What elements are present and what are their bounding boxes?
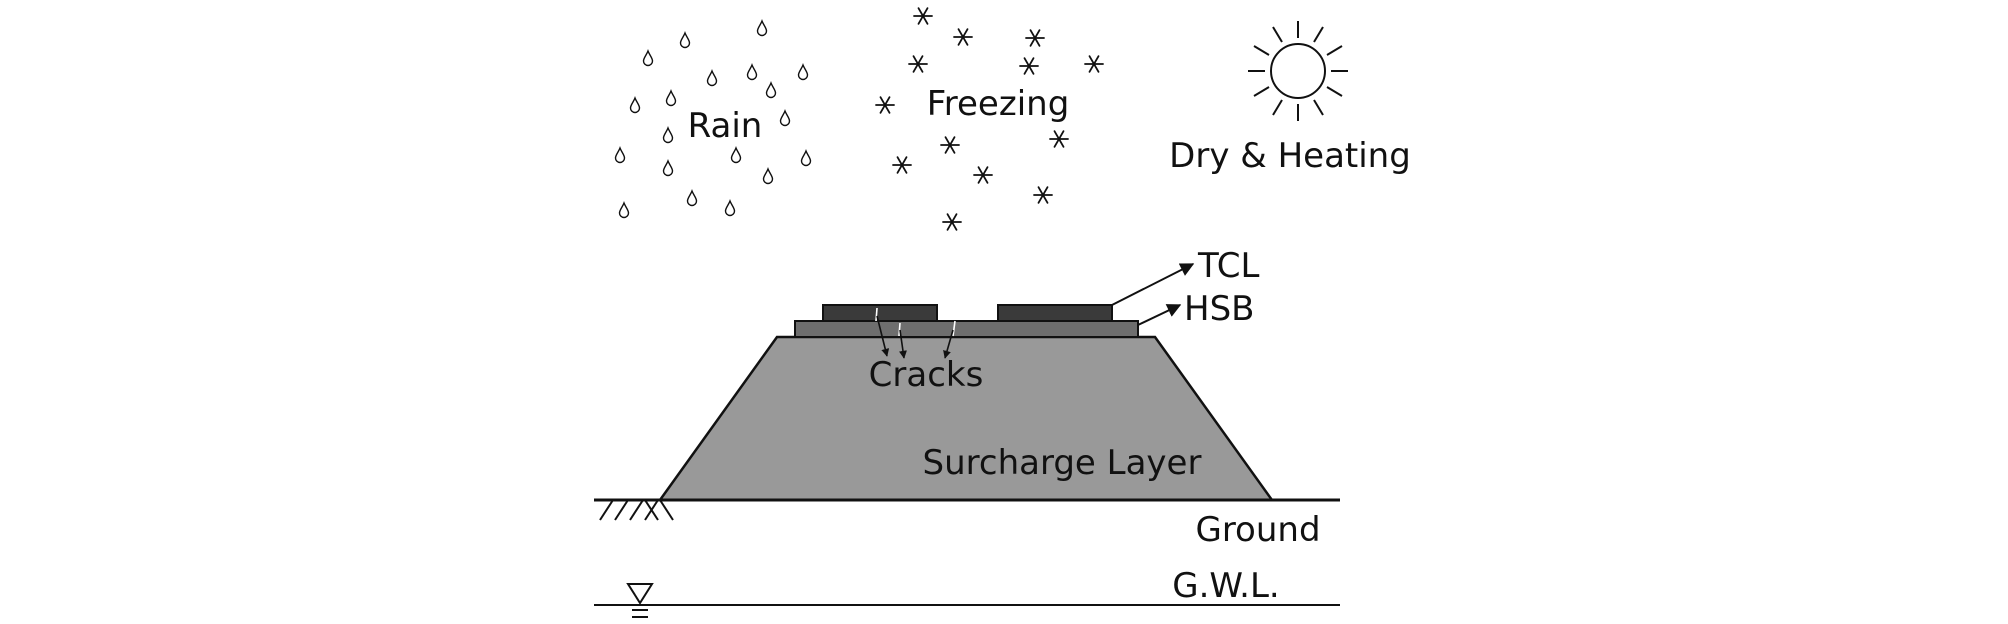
gwl-label: G.W.L. <box>1172 566 1279 606</box>
freezing-label: Freezing <box>927 84 1070 124</box>
crack-marks <box>875 307 956 337</box>
sun-icon <box>1248 21 1348 121</box>
tcl-label: TCL <box>1197 246 1260 286</box>
tcl-block-right <box>997 304 1113 322</box>
cracks-label: Cracks <box>869 355 984 395</box>
hsb-leader-arrow <box>1137 304 1182 326</box>
water-table-triangle-icon <box>626 583 654 618</box>
surcharge-layer-label: Surcharge Layer <box>923 443 1202 483</box>
dry-heating-label: Dry & Heating <box>1169 136 1411 176</box>
rain-label: Rain <box>688 106 763 146</box>
ground-hatch-icon <box>599 499 674 521</box>
hsb-layer <box>794 320 1139 338</box>
tcl-leader-arrow <box>1111 263 1195 306</box>
hsb-label: HSB <box>1184 289 1254 329</box>
tcl-block-left <box>822 304 938 322</box>
ground-label: Ground <box>1195 510 1320 550</box>
crack-arrows <box>876 315 954 359</box>
